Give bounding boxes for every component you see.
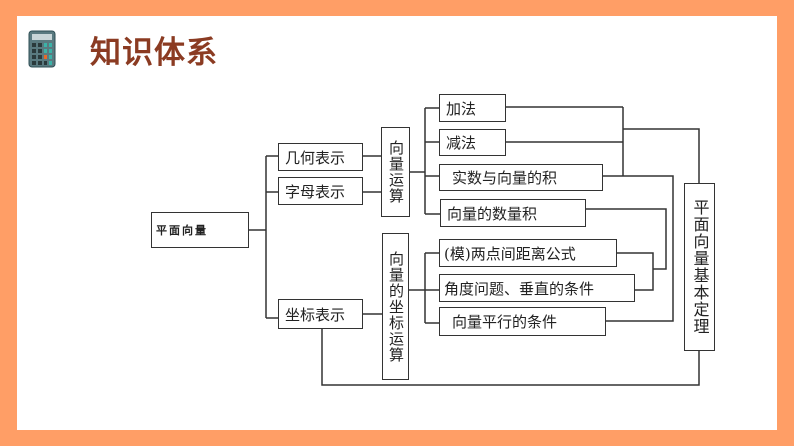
- root-node: 平面向量: [151, 212, 249, 248]
- subtraction-node: 减法: [439, 129, 506, 156]
- page-title: 知识体系: [90, 35, 218, 71]
- letter-representation-node: 字母表示: [278, 177, 363, 205]
- coordinate-representation-node: 坐标表示: [278, 299, 363, 329]
- vector-operations-node: 向量运算: [381, 127, 410, 217]
- scalar-product-node: 实数与向量的积: [439, 164, 603, 191]
- dot-product-node: 向量的数量积: [440, 199, 586, 227]
- geometric-representation-node: 几何表示: [278, 143, 363, 171]
- basic-theorem-node: 平面向量基本定理: [684, 183, 715, 351]
- angle-perpendicular-node: 角度问题、垂直的条件: [439, 274, 635, 302]
- parallel-condition-node: 向量平行的条件: [439, 307, 606, 336]
- coordinate-operations-node: 向量的坐标运算: [382, 233, 409, 380]
- calculator-icon: [28, 30, 56, 68]
- distance-formula-node: (模)两点间距离公式: [439, 239, 617, 267]
- addition-node: 加法: [439, 94, 506, 122]
